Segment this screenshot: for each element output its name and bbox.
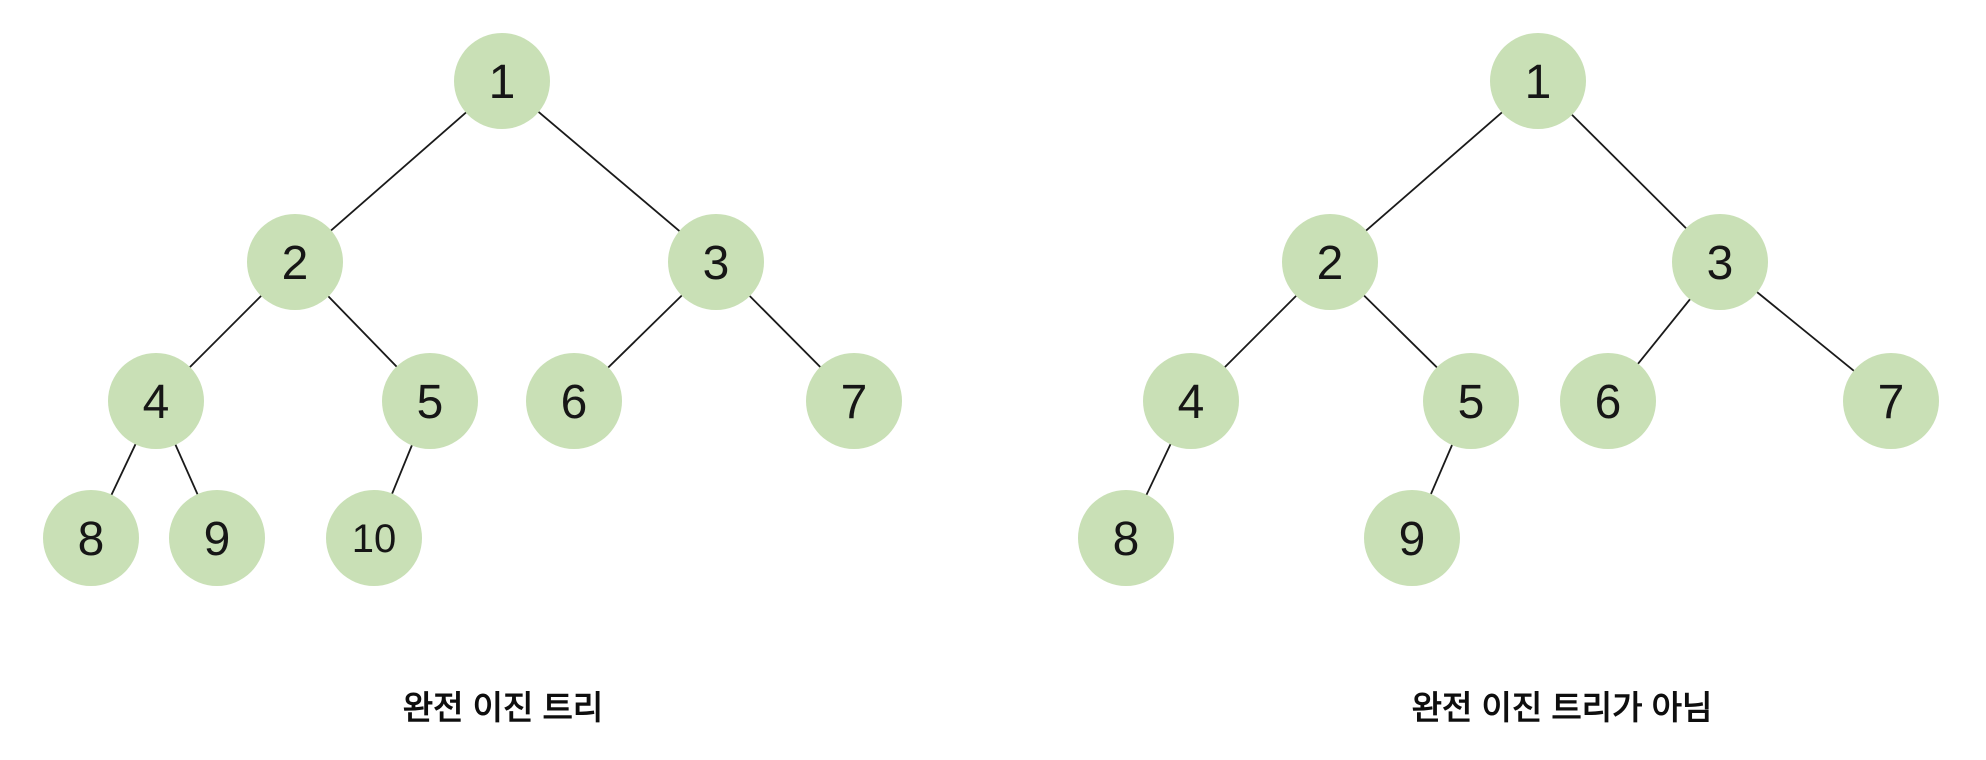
- node-circle-8: [1078, 490, 1174, 586]
- node-label-3: 3: [1707, 237, 1734, 290]
- node-label-6: 6: [561, 376, 588, 429]
- node-circle-8: [43, 490, 139, 586]
- node-label-7: 7: [1878, 376, 1905, 429]
- not-complete-binary-tree: 1 2 3 4 5 6 7 8 9: [1078, 33, 1939, 586]
- node-circle-4: [108, 353, 204, 449]
- node-circle-5: [1423, 353, 1519, 449]
- node-label-6: 6: [1595, 376, 1622, 429]
- node-circle-9: [169, 490, 265, 586]
- node-circle-7: [1843, 353, 1939, 449]
- node-circle-1: [454, 33, 550, 129]
- node-label-5: 5: [417, 376, 444, 429]
- node-label-2: 2: [282, 237, 309, 290]
- node-circle-9: [1364, 490, 1460, 586]
- caption-not-complete-binary-tree: 완전 이진 트리가 아님: [1411, 689, 1713, 726]
- node-label-9: 9: [1399, 513, 1426, 566]
- node-label-2: 2: [1317, 237, 1344, 290]
- node-circle-2: [247, 214, 343, 310]
- node-label-8: 8: [1113, 513, 1140, 566]
- node-label-8: 8: [78, 513, 105, 566]
- caption-complete-binary-tree: 완전 이진 트리: [402, 689, 604, 726]
- node-circle-3: [1672, 214, 1768, 310]
- node-label-4: 4: [1178, 376, 1205, 429]
- node-circle-10: [326, 490, 422, 586]
- node-circle-6: [1560, 353, 1656, 449]
- node-circle-3: [668, 214, 764, 310]
- node-label-7: 7: [841, 376, 868, 429]
- node-circle-4: [1143, 353, 1239, 449]
- node-circle-2: [1282, 214, 1378, 310]
- tree-diagram: 1 2 3 4 5 6 7 8 9 10 1 2 3 4 5 6 7 8 9: [43, 33, 1939, 586]
- node-label-9: 9: [204, 513, 231, 566]
- node-label-5: 5: [1458, 376, 1485, 429]
- node-label-1: 1: [489, 56, 516, 109]
- node-label-10: 10: [352, 517, 397, 561]
- node-label-4: 4: [143, 376, 170, 429]
- node-label-3: 3: [703, 237, 730, 290]
- node-circle-1: [1490, 33, 1586, 129]
- node-label-1: 1: [1525, 56, 1552, 109]
- node-circle-7: [806, 353, 902, 449]
- node-circle-6: [526, 353, 622, 449]
- node-circle-5: [382, 353, 478, 449]
- complete-binary-tree: 1 2 3 4 5 6 7 8 9 10: [43, 33, 902, 586]
